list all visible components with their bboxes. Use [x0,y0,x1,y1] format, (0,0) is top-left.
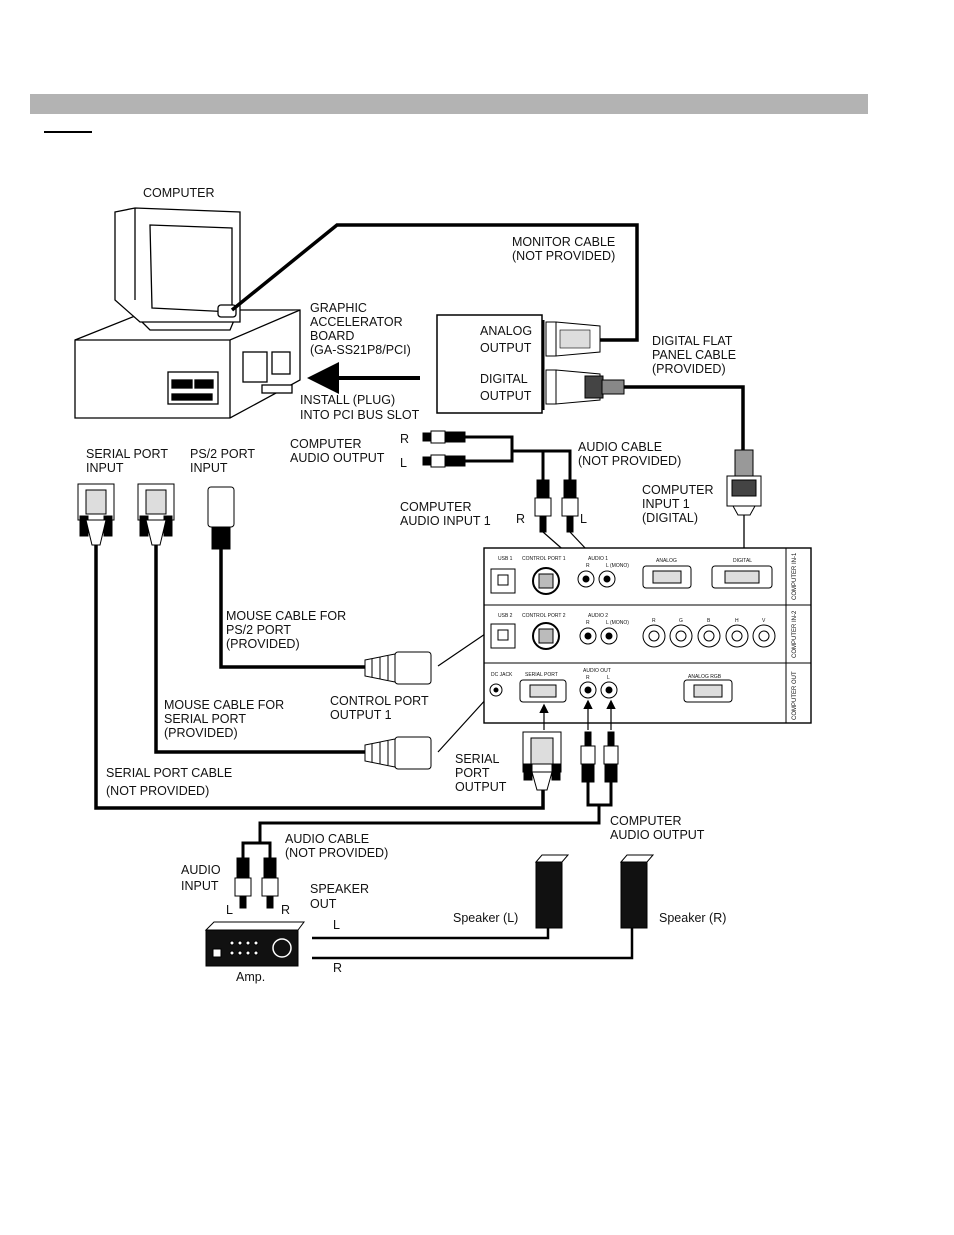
panel-usb1-label: USB 1 [498,556,513,562]
speaker-l-label: Speaker (L) [453,911,518,925]
audio-cable-bottom-label: AUDIO CABLE(NOT PROVIDED) [285,832,388,860]
audio-cable-bottom [241,782,613,858]
mouse-serial-cable [154,545,365,754]
speaker-cable-r [312,928,634,960]
audio-input-r-label: R [516,512,525,526]
section-header-underline [44,131,92,133]
panel-rgb-label: ANALOG RGB [688,674,722,680]
panel-side-out: COMPUTER OUT [792,671,798,720]
panel-audio2-l: L (MONO) [606,620,629,626]
computer-illustration [74,207,301,419]
dfp-cable [624,385,745,450]
computer-label: COMPUTER [143,186,215,200]
audio-cable-top [465,435,572,480]
audio-cable-top-label: AUDIO CABLE(NOT PROVIDED) [578,440,681,468]
panel-dc-label: DC JACK [491,672,513,678]
amp-input-r-label: R [281,903,290,917]
panel-audio1-label: AUDIO 1 [588,556,608,562]
speaker-cable-l [312,928,550,940]
graphic-board [436,314,625,414]
audio-top-l-label: L [400,456,407,470]
audio-plugs-top [422,430,466,468]
monitor-cable-label: MONITOR CABLE(NOT PROVIDED) [512,235,615,263]
panel-audio1-r: R [586,563,590,569]
audio-input-l-label: L [580,512,587,526]
panel-audio-out-r: R [586,675,590,681]
speaker-r-label: Speaker (R) [659,911,726,925]
serial-port-connector [77,483,115,546]
panel-side-in2: COMPUTER IN-2 [792,610,798,658]
amp-input-l-label: L [226,903,233,917]
serial-port-cable-label: SERIAL PORT CABLE(NOT PROVIDED) [106,766,232,798]
section-header-bar [30,94,868,114]
panel-bnc-b: B [707,618,711,624]
audio-top-r-label: R [400,432,409,446]
serial-port-cable [94,545,545,810]
panel-side-in1: COMPUTER IN-1 [792,552,798,600]
install-label: INSTALL (PLUG)INTO PCI BUS SLOT [300,393,420,422]
amp-label: Amp. [236,970,265,984]
panel-control2-label: CONTROL PORT 2 [522,613,566,619]
control-port-connector-2 [364,736,432,770]
panel-audio1-l: L (MONO) [606,563,629,569]
speaker-out-l-label: L [333,918,340,932]
panel-audio-out-l: L [607,675,610,681]
ps2-connector [207,486,235,550]
panel-audio-out-label: AUDIO OUT [583,668,611,674]
panel-digital-label: DIGITAL [733,558,752,564]
panel-serial-label: SERIAL PORT [525,672,558,678]
speaker-left [534,854,570,929]
panel-bnc-h: H [735,618,739,624]
panel-analog-label: ANALOG [656,558,677,564]
panel-audio2-r: R [586,620,590,626]
mouse-ps2-cable [219,549,365,669]
panel-audio2-label: AUDIO 2 [588,613,608,619]
audio-plugs-input [534,479,579,533]
panel-control1-label: CONTROL PORT 1 [522,556,566,562]
serial-port-output-connector [522,731,562,791]
panel-bnc-r: R [652,618,656,624]
audio-out-plugs [580,731,619,783]
monitor-cable [230,223,639,342]
panel-bnc-g: G [679,618,683,624]
amp-input-plugs [234,857,279,909]
panel-bnc-v: V [762,618,766,624]
ps2-serial-connector [137,483,175,546]
speaker-out-r-label: R [333,961,342,975]
panel-usb2-label: USB 2 [498,613,513,619]
dfp-connector [726,449,762,516]
amplifier [204,921,305,967]
speaker-right [619,854,655,929]
control-port-connector-1 [364,651,432,685]
